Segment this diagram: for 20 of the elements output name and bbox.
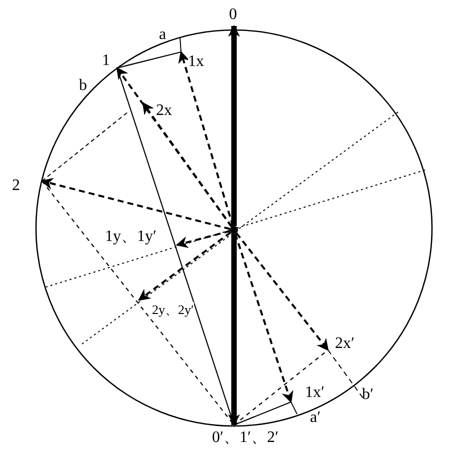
point-label: 2y、2y′ (152, 302, 194, 318)
arrow (40, 178, 230, 230)
line (42, 180, 234, 426)
arrow (138, 232, 232, 301)
point-label: b′ (362, 387, 374, 403)
arrow (228, 234, 240, 426)
point-label: 1y、1y′ (105, 229, 156, 245)
center-point (230, 226, 238, 234)
point-label: a (159, 27, 166, 43)
arrow (234, 233, 294, 404)
arrow (176, 230, 230, 248)
point-label: b (79, 78, 87, 94)
arrow (236, 232, 329, 351)
line (234, 401, 292, 426)
line (116, 51, 182, 69)
point-label: 0′、1′、2′ (212, 430, 278, 446)
arrow (142, 102, 232, 228)
point-label: a′ (310, 410, 321, 426)
arrow (178, 50, 234, 226)
arrow (228, 24, 240, 226)
